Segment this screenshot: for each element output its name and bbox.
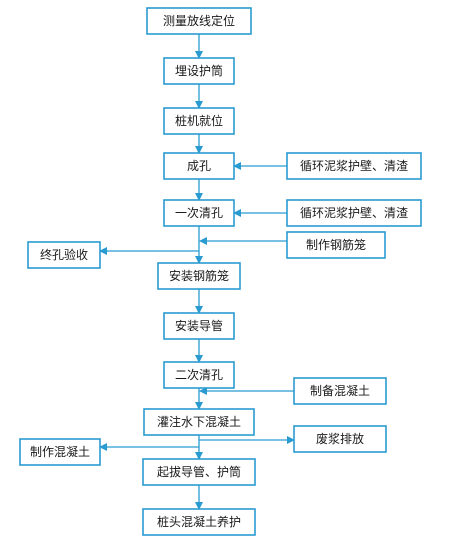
flow-node-s1: 循环泥浆护壁、清渣 xyxy=(286,152,422,180)
flow-node-label: 二次清孔 xyxy=(175,368,223,382)
flow-node-label: 一次清孔 xyxy=(175,206,223,220)
flow-node-box xyxy=(142,508,256,536)
flow-node-n4: 成孔 xyxy=(163,152,235,180)
flow-node-box xyxy=(142,458,256,486)
flowchart-edges xyxy=(99,34,295,510)
flow-node-label: 循环泥浆护壁、清渣 xyxy=(300,158,408,173)
flow-node-label: 制作混凝土 xyxy=(30,444,90,459)
flow-node-s2: 循环泥浆护壁、清渣 xyxy=(286,199,422,227)
flow-node-box xyxy=(19,438,101,466)
flow-node-label: 终孔验收 xyxy=(40,247,88,262)
flow-node-n8: 二次清孔 xyxy=(163,361,235,389)
flow-node-label: 测量放线定位 xyxy=(163,13,235,28)
flow-node-label: 灌注水下混凝土 xyxy=(157,414,241,429)
flow-node-box xyxy=(163,361,235,389)
flow-node-n9: 灌注水下混凝土 xyxy=(143,408,255,436)
flow-node-n10: 起拔导管、护筒 xyxy=(142,458,256,486)
flow-node-box xyxy=(163,57,235,85)
flow-node-s4: 终孔验收 xyxy=(27,241,101,269)
flow-node-label: 成孔 xyxy=(187,159,211,173)
flow-node-box xyxy=(293,377,387,405)
flowchart-nodes: 测量放线定位埋设护筒桩机就位成孔一次清孔安装钢筋笼安装导管二次清孔灌注水下混凝土… xyxy=(19,7,422,536)
flow-node-box xyxy=(163,312,235,340)
flow-node-label: 废浆排放 xyxy=(316,431,364,446)
flow-node-label: 安装导管 xyxy=(175,318,223,333)
flow-node-s5: 制备混凝土 xyxy=(293,377,387,405)
flow-node-box xyxy=(293,425,387,453)
flow-node-box xyxy=(146,7,252,35)
flow-node-s7: 制作混凝土 xyxy=(19,438,101,466)
flow-node-n3: 桩机就位 xyxy=(163,107,235,135)
flow-node-label: 循环泥浆护壁、清渣 xyxy=(300,205,408,220)
flow-node-label: 桩头混凝土养护 xyxy=(157,514,241,529)
flow-node-n2: 埋设护筒 xyxy=(163,57,235,85)
flow-node-box xyxy=(163,199,235,227)
flow-node-n5: 一次清孔 xyxy=(163,199,235,227)
flow-node-box xyxy=(286,231,386,259)
flow-node-s3: 制作钢筋笼 xyxy=(286,231,386,259)
flow-node-label: 埋设护筒 xyxy=(175,63,223,78)
flow-node-box xyxy=(27,241,101,269)
flow-node-box xyxy=(143,408,255,436)
flow-node-label: 制作钢筋笼 xyxy=(306,237,366,252)
flow-node-box xyxy=(286,152,422,180)
flow-node-box xyxy=(157,262,241,290)
flow-node-n7: 安装导管 xyxy=(163,312,235,340)
flow-node-box xyxy=(286,199,422,227)
flow-node-s6: 废浆排放 xyxy=(293,425,387,453)
flow-node-n1: 测量放线定位 xyxy=(146,7,252,35)
flow-node-n6: 安装钢筋笼 xyxy=(157,262,241,290)
flow-node-label: 制备混凝土 xyxy=(310,383,370,398)
flow-node-label: 桩机就位 xyxy=(175,113,223,128)
flow-node-label: 起拔导管、护筒 xyxy=(157,464,241,479)
flow-node-box xyxy=(163,107,235,135)
flow-node-label: 安装钢筋笼 xyxy=(169,268,229,283)
flow-node-n11: 桩头混凝土养护 xyxy=(142,508,256,536)
flow-node-box xyxy=(163,152,235,180)
